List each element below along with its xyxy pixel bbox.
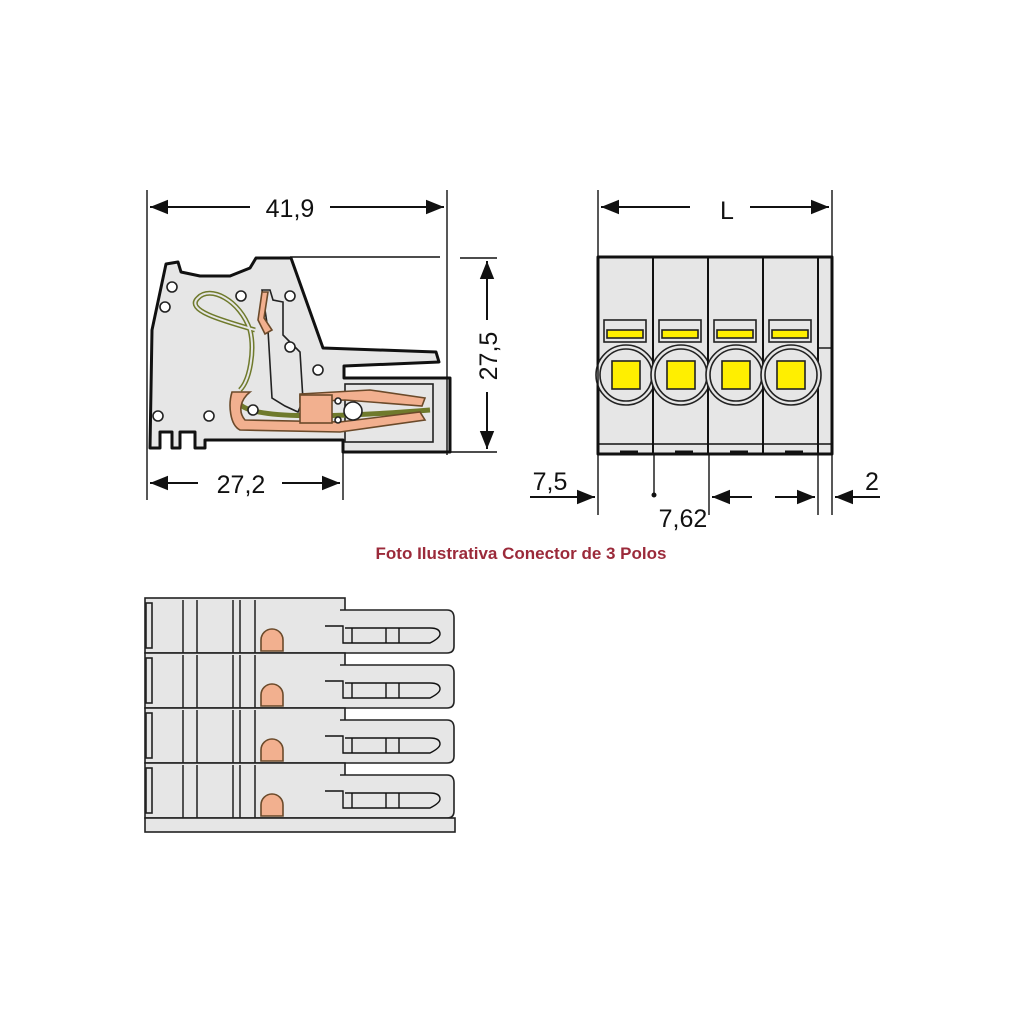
top-view: [144, 597, 456, 833]
side-view: 41,9 27,5 27,2: [146, 190, 503, 500]
dim-edge-offset: 7,5: [533, 468, 568, 496]
caption: Foto Ilustrativa Conector de 3 Polos: [376, 544, 667, 563]
row-plug: [340, 609, 455, 654]
row-plug: [340, 719, 455, 764]
front-view: L 7,5 7,62 2: [530, 190, 880, 533]
dim-pitch: 7,62: [659, 505, 708, 533]
release-tab: [661, 329, 699, 339]
pin-slot: [325, 625, 441, 644]
contact-window-icon: [260, 628, 284, 652]
row-body: [144, 597, 346, 654]
dim-width-L: L: [720, 197, 734, 225]
lever-body: [261, 289, 304, 414]
row-plug: [340, 774, 455, 819]
pole-4: [760, 257, 822, 454]
pole-2: [650, 257, 712, 454]
contact-window-icon: [260, 793, 284, 817]
top-row-1: [144, 597, 455, 654]
dim-overall-length: 41,9: [266, 195, 315, 223]
row-plug: [340, 664, 455, 709]
contact-window-icon: [260, 738, 284, 762]
busbar: [229, 391, 427, 433]
row-body: [144, 707, 346, 764]
push-button-icon: [776, 360, 806, 390]
contact-window-icon: [260, 683, 284, 707]
top-row-2: [144, 652, 455, 709]
pole-3: [705, 257, 767, 454]
dim-base-length: 27,2: [217, 471, 266, 499]
row-body: [144, 762, 346, 819]
top-row-4: [144, 762, 455, 819]
release-tab: [771, 329, 809, 339]
pin-slot: [325, 735, 441, 754]
pin-slot: [325, 680, 441, 699]
release-tab: [716, 329, 754, 339]
pole-1: [595, 319, 657, 454]
push-button-icon: [666, 360, 696, 390]
push-button-icon: [611, 360, 641, 390]
push-button-icon: [721, 360, 751, 390]
dim-end-offset: 2: [865, 468, 879, 496]
top-row-3: [144, 707, 455, 764]
row-body: [144, 652, 346, 709]
actuator-copper: [257, 291, 274, 336]
dim-height: 27,5: [475, 332, 503, 381]
pin-slot: [325, 790, 441, 809]
top-view-base: [144, 817, 456, 833]
contact-block: [299, 394, 333, 424]
release-tab: [606, 329, 644, 339]
